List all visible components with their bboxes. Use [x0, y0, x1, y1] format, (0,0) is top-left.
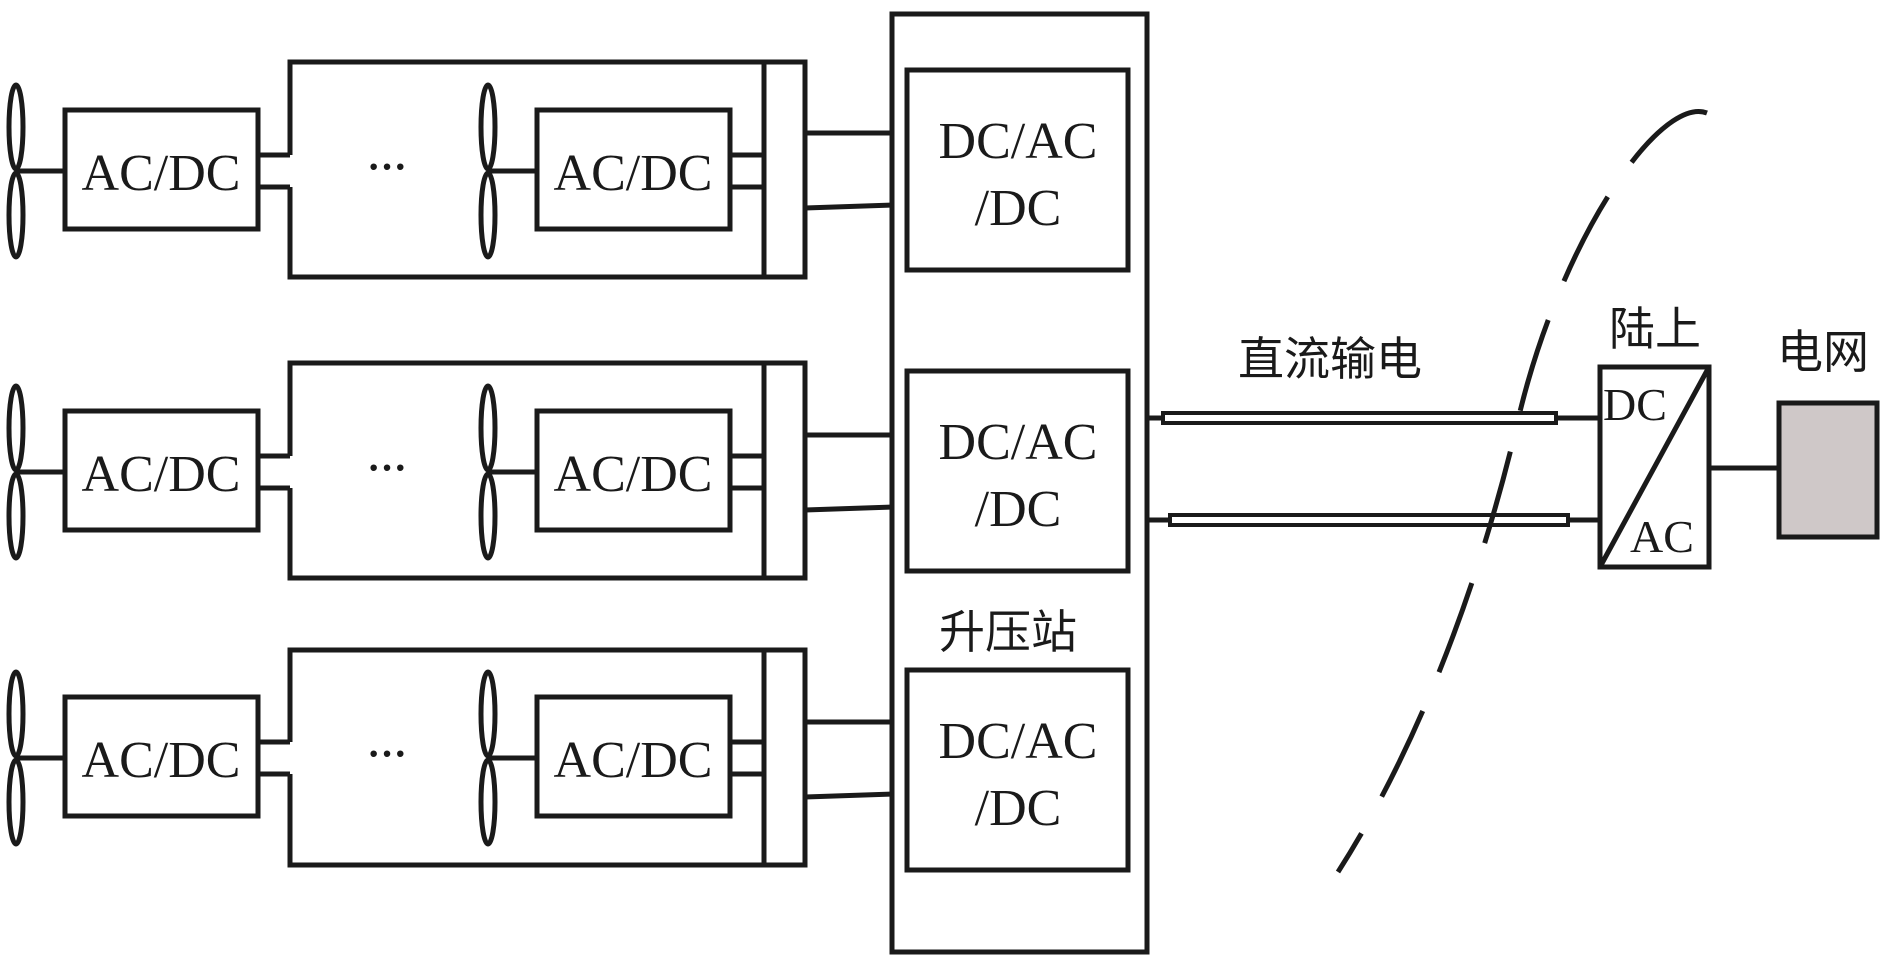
ac-dc-converter — [62, 408, 261, 533]
ac-dc-label: AC/DC — [554, 732, 713, 789]
dc-ac-dc-label-line2: /DC — [975, 780, 1062, 837]
ac-dc-label: AC/DC — [554, 446, 713, 503]
dc-ac-dc-label-line1: DC/AC — [939, 713, 1098, 770]
turbine-string-2: AC/DC ··· AC/DC — [6, 360, 893, 581]
shoreline-dashed — [1335, 109, 1708, 874]
grid-block — [1776, 400, 1880, 540]
ac-dc-converter — [534, 694, 733, 819]
ellipsis: ··· — [367, 445, 407, 490]
dc-ac-dc-converter — [904, 368, 1131, 574]
dc-ac-dc-label-line2: /DC — [975, 481, 1062, 538]
ac-dc-converter — [534, 107, 733, 232]
boost-station-frame — [889, 11, 1150, 955]
grid-label: 电网 — [1777, 325, 1869, 379]
dc-cable — [1168, 513, 1570, 527]
dc-ac-dc-converter — [904, 67, 1131, 273]
dc-ac-dc-converter — [904, 667, 1131, 873]
ac-dc-converter — [62, 107, 261, 232]
turbine-string-3: AC/DC ··· AC/DC — [6, 647, 893, 868]
power-grid: 电网 — [1776, 325, 1880, 540]
ac-dc-label: AC/DC — [82, 732, 241, 789]
ac-dc-label: AC/DC — [82, 446, 241, 503]
dc-ac-dc-label-line2: /DC — [975, 180, 1062, 237]
inverter-ac-label: AC — [1630, 511, 1694, 562]
dc-transmission: 直流输电 — [1147, 332, 1600, 527]
boost-station: DC/AC /DC DC/AC /DC 升压站 DC/AC /DC — [889, 11, 1150, 955]
onshore-converter-station: 陆上 DC AC — [1597, 302, 1779, 570]
dc-cable — [1161, 411, 1558, 425]
onshore-label: 陆上 — [1609, 302, 1701, 356]
turbine-string-1: AC/DC ··· AC/DC — [6, 59, 893, 280]
ellipsis: ··· — [367, 144, 407, 189]
dc-ac-dc-label-line1: DC/AC — [939, 414, 1098, 471]
ac-dc-label: AC/DC — [554, 145, 713, 202]
ac-dc-converter — [62, 694, 261, 819]
inverter-dc-label: DC — [1603, 379, 1667, 430]
dc-transmission-label: 直流输电 — [1238, 332, 1422, 386]
ac-dc-converter — [534, 408, 733, 533]
boost-station-label: 升压站 — [939, 605, 1077, 659]
ac-dc-label: AC/DC — [82, 145, 241, 202]
ellipsis: ··· — [367, 731, 407, 776]
dc-ac-dc-label-line1: DC/AC — [939, 113, 1098, 170]
